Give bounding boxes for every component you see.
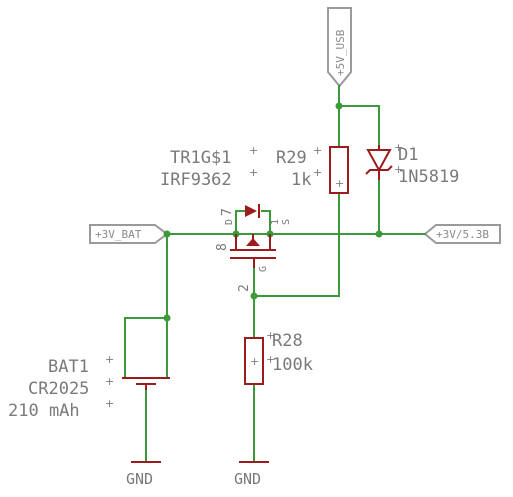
d1-name: D1 (398, 145, 418, 165)
diode-d1[interactable]: D1 + 1N5819 + (365, 141, 459, 187)
svg-text:+: + (249, 166, 258, 179)
net-label-bat-text: +3V_BAT (95, 228, 142, 241)
r29-name: R29 (276, 148, 307, 168)
tr1-pin-s: S (281, 219, 292, 225)
ground-label-left: GND (126, 470, 153, 488)
ground-label-right: GND (234, 470, 261, 488)
svg-text:+: + (105, 397, 114, 410)
junction-out (375, 230, 383, 238)
tr1-pin-bottom-num: 2 (237, 284, 252, 292)
junction-bat (163, 230, 171, 238)
resistor-r29[interactable]: + R29 + 1k + (276, 144, 349, 194)
net-label-usb-text: +5V_USB (334, 29, 347, 76)
tr1-pin-g: G (258, 266, 269, 272)
junctions (163, 102, 383, 322)
bat1-value: CR2025 (28, 379, 89, 399)
svg-text:+: + (105, 375, 114, 388)
battery-bat1[interactable]: BAT1 + CR2025 + 210 mAh + (8, 353, 170, 421)
ground-symbol-right[interactable]: GND (234, 461, 269, 488)
bat1-name: BAT1 (48, 357, 89, 377)
wires (124, 85, 426, 463)
junction-gate (250, 292, 258, 300)
svg-text:+: + (266, 353, 275, 366)
svg-text:+: + (249, 144, 258, 157)
junction-bat-pos (163, 314, 171, 322)
r28-plus-mark: + (250, 355, 259, 368)
tr1-pin-d: D (224, 219, 235, 225)
resistor-r28[interactable]: + R28 + 100k + (244, 329, 313, 385)
net-label-out-text: +3V/5.3B (436, 228, 489, 241)
d1-value: 1N5819 (398, 167, 459, 187)
net-label-bat[interactable]: +3V_BAT (89, 224, 169, 244)
r28-name: R28 (272, 331, 303, 351)
bat1-capacity: 210 mAh (8, 401, 80, 421)
svg-text:+: + (266, 329, 275, 342)
net-label-usb[interactable]: +5V_USB (327, 7, 352, 88)
svg-text:+: + (394, 141, 403, 154)
tr1-name: TR1G$1 (170, 148, 231, 168)
svg-text:+: + (313, 166, 322, 179)
net-label-out[interactable]: +3V/5.3B (423, 224, 501, 244)
tr1-value: IRF9362 (160, 170, 232, 190)
r29-plus-mark: + (335, 177, 344, 190)
junction-usb (335, 102, 343, 110)
ground-symbol-left[interactable]: GND (126, 461, 161, 488)
r29-value: 1k (291, 170, 311, 190)
tr1-pin-s-num: 1 (270, 219, 281, 225)
tr1-pin-top-num: 8 (215, 243, 230, 251)
svg-text:+: + (394, 163, 403, 176)
r28-value: 100k (272, 355, 313, 375)
tr1-pin-d-num: 7 (220, 208, 235, 216)
svg-text:+: + (105, 353, 114, 366)
svg-text:+: + (313, 144, 322, 157)
mosfet-tr1[interactable]: TR1G$1 + IRF9362 + D 7 1 S 8 G 2 (160, 144, 292, 292)
